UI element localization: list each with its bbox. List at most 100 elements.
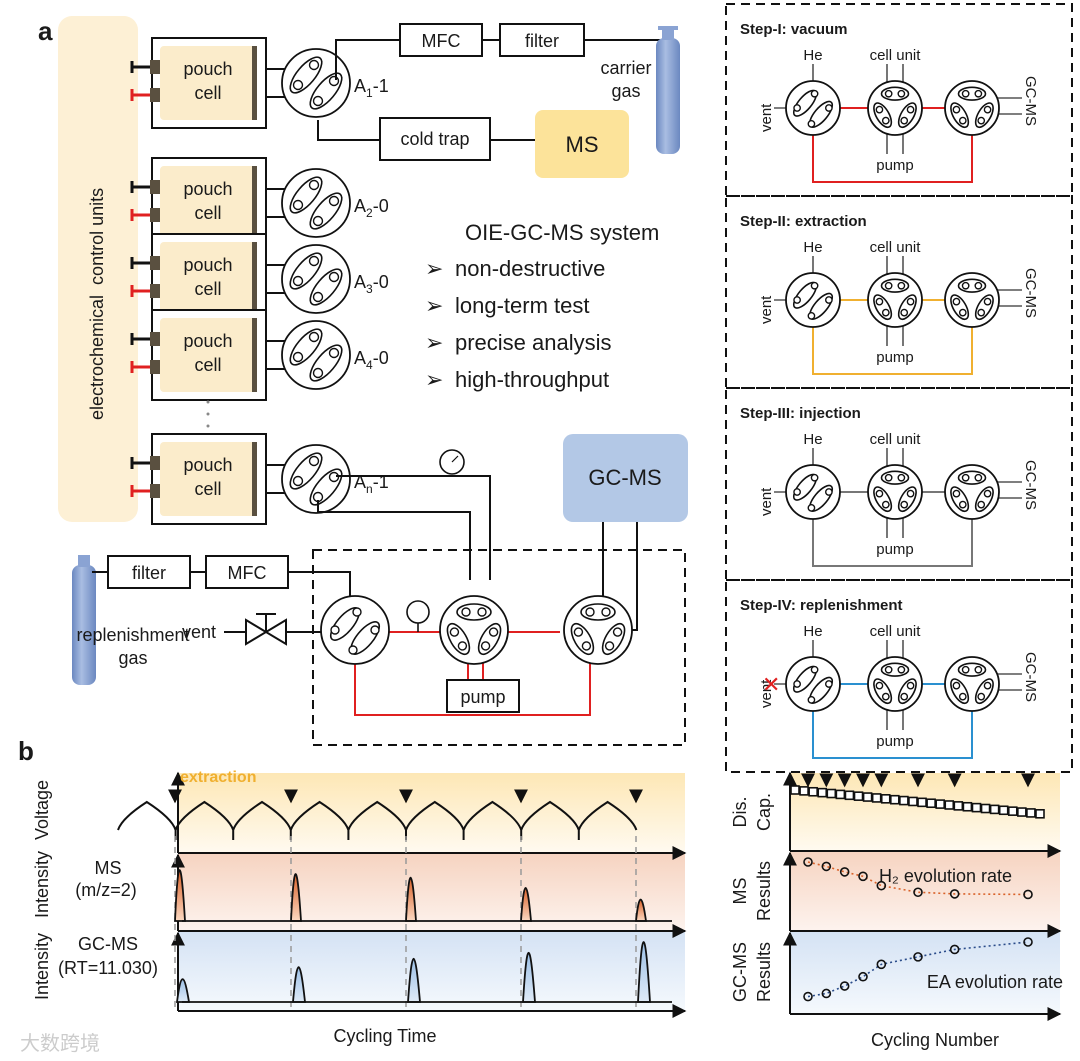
data-point xyxy=(1023,937,1033,947)
voltage-axis-label: Voltage xyxy=(32,780,52,840)
pouch-cell-label-1: pouch xyxy=(183,331,232,351)
feature-item: non-destructive xyxy=(455,256,605,281)
capacity-point xyxy=(998,805,1009,816)
selector-valve-icon[interactable] xyxy=(281,244,351,314)
pouch-cell-label-2: cell xyxy=(194,83,221,103)
data-point xyxy=(876,880,887,891)
voltage-curve xyxy=(117,800,638,840)
data-point xyxy=(949,944,960,955)
multiport-valve-icon[interactable] xyxy=(944,464,1000,520)
ms-label: MS xyxy=(566,132,599,157)
pump-box[interactable] xyxy=(446,679,520,713)
capacity-point xyxy=(1026,808,1036,818)
step-title: Step-IV: replenishment xyxy=(740,597,903,614)
replenishment-cylinder-icon xyxy=(72,555,96,685)
h2-rate-label: H₂ evolution rate xyxy=(879,866,1012,886)
capacity-point xyxy=(817,787,828,798)
flow-lines-red xyxy=(354,631,591,716)
intensity-axis-label: Intensity xyxy=(32,851,52,918)
multiport-valve-icon[interactable] xyxy=(563,595,633,665)
svg-text:Results: Results xyxy=(754,861,774,921)
data-point xyxy=(821,988,832,999)
data-point xyxy=(858,971,868,982)
filter-label-bottom: filter xyxy=(132,563,166,583)
capacity-point xyxy=(989,804,1000,815)
capacity-point xyxy=(1017,807,1027,817)
multiport-valve-icon[interactable] xyxy=(867,80,923,136)
ea-rate-label: EA evolution rate xyxy=(927,972,1063,992)
multiport-valve-icon[interactable] xyxy=(944,656,1000,712)
selector-valve-icon[interactable] xyxy=(281,48,351,118)
feature-item: long-term test xyxy=(455,293,590,318)
capacity-point xyxy=(844,790,855,801)
filter-box-top[interactable] xyxy=(499,23,585,57)
capacity-point xyxy=(862,792,873,802)
valve-label: A3-0 xyxy=(354,272,389,296)
svg-text:GC-MS: GC-MS xyxy=(1022,268,1039,318)
svg-text:Results: Results xyxy=(754,942,774,1002)
feature-bullet-icon: ➢ xyxy=(425,367,443,392)
filter-box-bottom[interactable] xyxy=(107,555,191,589)
negative-terminal-icon xyxy=(130,457,150,469)
multiport-valve-icon[interactable] xyxy=(439,595,509,665)
data-point xyxy=(803,991,813,1002)
replenish-line xyxy=(92,571,351,600)
capacity-point xyxy=(908,796,918,807)
system-title: OIE-GC-MS system xyxy=(465,220,659,245)
capacity-point xyxy=(826,788,837,799)
an-lines xyxy=(317,475,491,580)
intensity-axis-label: Intensity xyxy=(32,933,52,1000)
capacity-point xyxy=(1035,808,1045,819)
data-point xyxy=(803,857,813,867)
ms-instrument[interactable] xyxy=(535,110,629,178)
pouch-cell-label-2: cell xyxy=(194,203,221,223)
svg-text:MS: MS xyxy=(730,878,750,905)
capacity-point xyxy=(799,786,809,796)
cold-trap-box[interactable] xyxy=(379,117,491,161)
step-title: Step-III: injection xyxy=(740,405,861,422)
multiport-valve-icon[interactable] xyxy=(867,272,923,328)
multiport-valve-icon[interactable] xyxy=(867,656,923,712)
step-title: Step-I: vacuum xyxy=(740,21,848,38)
selector-valve-icon[interactable] xyxy=(281,320,351,390)
selector-valve-icon[interactable] xyxy=(281,444,351,514)
blocked-x-icon: ✕ xyxy=(762,672,780,697)
multiport-valve-icon[interactable] xyxy=(785,272,841,328)
multiport-valve-icon[interactable] xyxy=(785,464,841,520)
multiport-valve-icon[interactable] xyxy=(320,595,390,665)
negative-terminal-icon xyxy=(130,257,150,269)
negative-terminal-icon xyxy=(130,333,150,345)
svg-text:GC-MS: GC-MS xyxy=(1022,460,1039,510)
x-axis-label: Cycling Number xyxy=(871,1030,999,1050)
carrier-gas-label-1: carrier xyxy=(600,58,651,78)
gcms-label: GC-MS xyxy=(588,465,661,490)
multiport-valve-icon[interactable] xyxy=(867,464,923,520)
capacity-point xyxy=(917,797,927,808)
multiport-valve-icon[interactable] xyxy=(944,80,1000,136)
multiport-valve-icon[interactable] xyxy=(944,272,1000,328)
multiport-valve-icon[interactable] xyxy=(785,656,841,712)
multiport-valve-icon[interactable] xyxy=(785,80,841,136)
data-point xyxy=(1023,889,1033,900)
selector-valve-icon[interactable] xyxy=(281,168,351,238)
mfc-box-top[interactable] xyxy=(399,23,483,57)
feature-list: ➢non-destructive➢long-term test➢precise … xyxy=(425,256,612,392)
svg-text:cell unit: cell unit xyxy=(870,431,922,448)
x-axis-label: Cycling Time xyxy=(333,1026,436,1046)
svg-text:(m/z=2): (m/z=2) xyxy=(75,880,137,900)
gcms-instrument[interactable] xyxy=(563,434,688,522)
vent-valve-icon[interactable] xyxy=(245,613,287,646)
capacity-point xyxy=(953,801,964,811)
svg-text:(RT=11.030): (RT=11.030) xyxy=(58,958,158,978)
mfc-box-bottom[interactable] xyxy=(205,555,289,589)
svg-text:He: He xyxy=(803,47,822,64)
step-title: Step-II: extraction xyxy=(740,213,867,230)
pump-label: pump xyxy=(460,687,505,707)
negative-terminal-icon xyxy=(130,61,150,73)
